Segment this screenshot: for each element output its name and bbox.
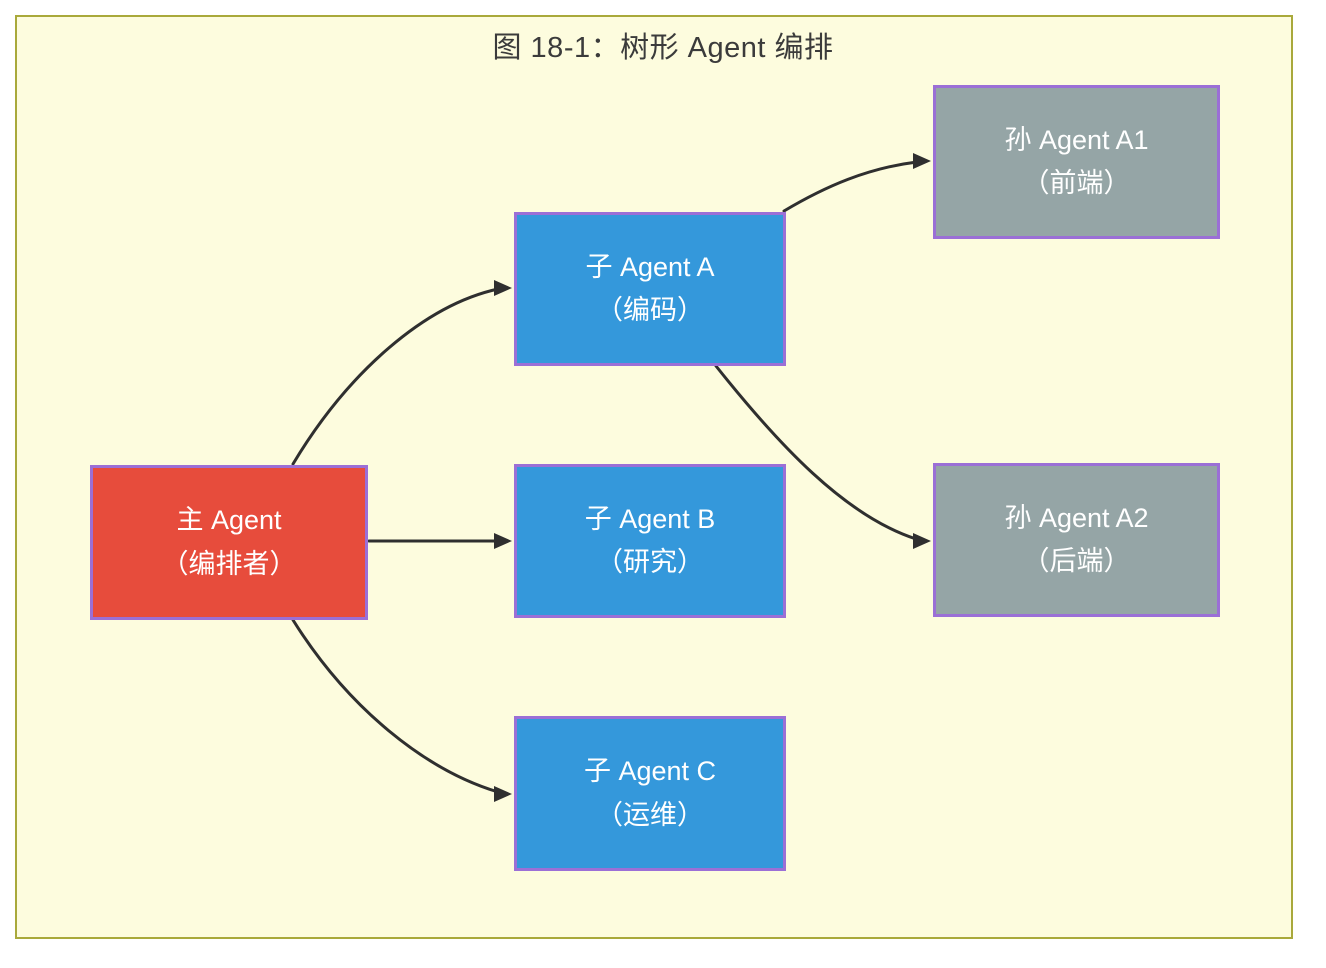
node-sublabel: （运维） <box>596 799 704 830</box>
node-grandchild-agent-a2: 孙 Agent A2 （后端） <box>933 463 1220 617</box>
node-label: 子 Agent C <box>583 756 717 787</box>
node-sublabel: （编排者） <box>161 548 297 579</box>
node-label: 孙 Agent A2 <box>1004 502 1149 533</box>
node-label: 主 Agent <box>176 505 282 536</box>
node-sublabel: （前端） <box>1022 168 1131 198</box>
node-main-agent: 主 Agent （编排者） <box>90 465 368 620</box>
node-child-agent-b: 子 Agent B （研究） <box>514 464 786 618</box>
node-label: 子 Agent A <box>585 251 715 282</box>
node-label: 孙 Agent A1 <box>1004 124 1149 155</box>
node-sublabel: （后端） <box>1022 546 1131 576</box>
node-sublabel: （编码） <box>596 295 704 325</box>
node-label: 子 Agent B <box>584 503 716 534</box>
node-child-agent-a: 子 Agent A （编码） <box>514 212 786 366</box>
node-child-agent-c: 子 Agent C （运维） <box>514 716 786 871</box>
diagram-title: 图 18-1：树形 Agent 编排 <box>492 32 834 64</box>
node-sublabel: （研究） <box>596 547 704 577</box>
node-grandchild-agent-a1: 孙 Agent A1 （前端） <box>933 85 1220 239</box>
